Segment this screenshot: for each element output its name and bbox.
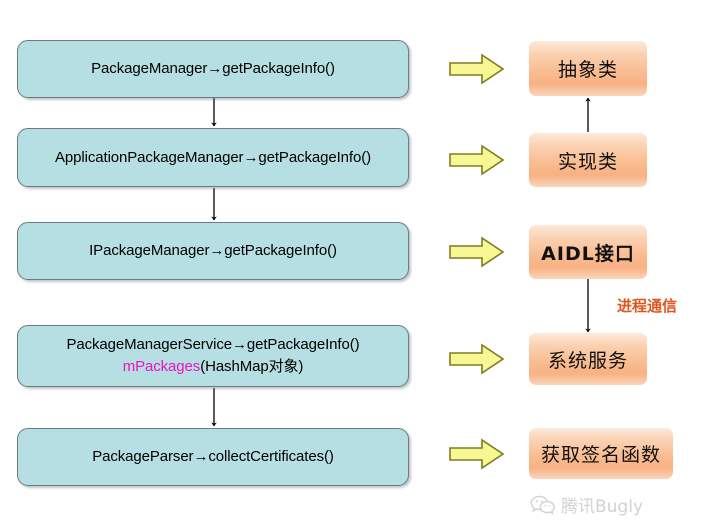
annotation-ipc-note: 进程通信 — [617, 297, 678, 315]
wechat-icon — [530, 495, 555, 515]
process-box-label: PackageParser→collectCertificates() — [92, 448, 334, 466]
process-box-application-package-manager[interactable]: ApplicationPackageManager→getPackageInfo… — [17, 128, 409, 187]
tag-box-impl-class[interactable]: 实现类 — [529, 133, 647, 187]
tag-box-abstract-class[interactable]: 抽象类 — [529, 41, 647, 96]
watermark: 腾讯Bugly — [530, 492, 643, 517]
process-box-package-manager-service[interactable]: PackageManagerService→getPackageInfo() m… — [17, 325, 409, 387]
process-box-label: ApplicationPackageManager→getPackageInfo… — [55, 148, 371, 166]
process-box-ipackage-manager[interactable]: IPackageManager→getPackageInfo() — [17, 222, 409, 280]
block-arrow-to-abstract-class — [449, 53, 505, 85]
tag-box-get-signature-func[interactable]: 获取签名函数 — [529, 428, 673, 479]
tag-box-label: AIDL接口 — [541, 242, 635, 265]
tag-box-label: 实现类 — [557, 150, 618, 173]
process-box-label: PackageManager→getPackageInfo() — [91, 60, 335, 78]
tag-box-label: 系统服务 — [547, 349, 628, 372]
tag-box-label: 抽象类 — [557, 59, 618, 81]
mpackages-suffix: (HashMap对象) — [200, 358, 304, 375]
block-arrow-to-impl-class — [449, 144, 505, 176]
block-arrow-to-aidl-interface — [449, 236, 505, 268]
tag-box-aidl-interface[interactable]: AIDL接口 — [529, 225, 647, 279]
tag-box-label: 获取签名函数 — [540, 444, 661, 466]
process-box-sublabel: mPackages(HashMap对象) — [123, 356, 304, 378]
block-arrow-to-system-service — [449, 343, 505, 375]
block-arrow-to-get-signature-func — [449, 438, 505, 470]
tag-box-system-service[interactable]: 系统服务 — [529, 333, 647, 385]
mpackages-highlight: mPackages — [122, 358, 201, 375]
process-box-label: IPackageManager→getPackageInfo() — [89, 242, 337, 260]
watermark-label: 腾讯Bugly — [561, 497, 644, 517]
process-box-package-manager[interactable]: PackageManager→getPackageInfo() — [17, 40, 409, 98]
process-box-label: PackageManagerService→getPackageInfo() — [66, 336, 360, 354]
process-box-package-parser[interactable]: PackageParser→collectCertificates() — [17, 428, 409, 486]
